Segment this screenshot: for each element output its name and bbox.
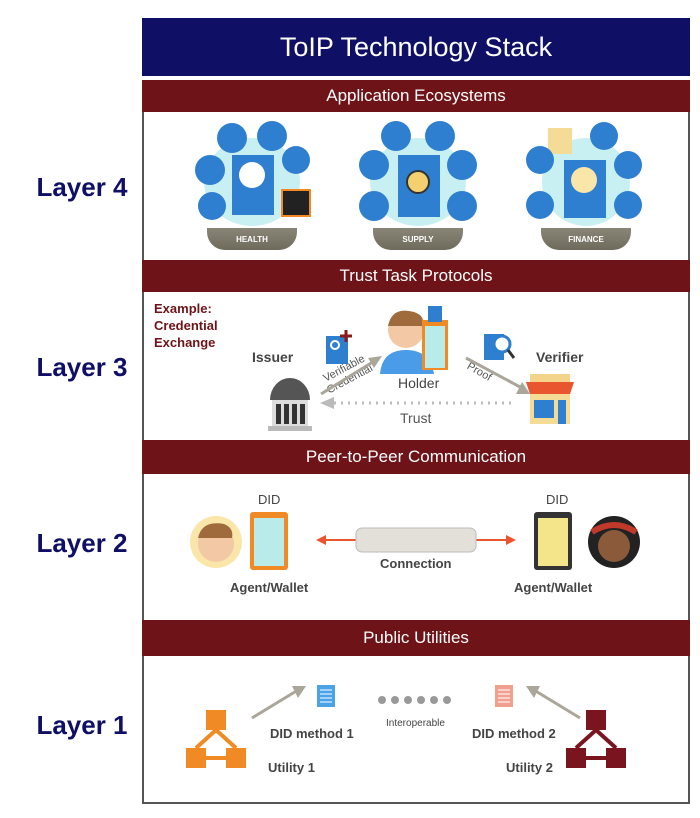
agent-wallet-right-icon [534,512,640,570]
utility1-blockchain-icon [186,710,246,768]
layer2-label: Layer 2 [36,528,128,558]
agent-right-label: Agent/Wallet [514,580,593,595]
agent-left-label: Agent/Wallet [230,580,309,595]
layer3-panel: Example: Credential Exchange Issuer Veri… [142,292,690,440]
did-method1-label: DID method 1 [270,726,354,741]
example-caption: Example: Credential Exchange [154,301,218,350]
did-left-label: DID [258,492,281,507]
utility1-arrow [251,686,306,720]
layer4-panel: HEALTH SUPPLY FINANCE [142,112,690,260]
layer1-bar: Public Utilities [142,620,690,656]
health-ecosystem: HEALTH [192,120,312,256]
trust-label: Trust [400,410,432,426]
interop-label: Interoperable [386,718,445,729]
layer2-bar: Peer-to-Peer Communication [142,440,690,474]
layer4-bar: Application Ecosystems [142,80,690,112]
finance-label: FINANCE [541,228,631,250]
store-icon [526,374,574,424]
page-title: ToIP Technology Stack [142,18,690,76]
holder-person-icon [380,306,448,374]
holder-label: Holder [398,375,440,391]
utility2-label: Utility 2 [506,760,553,775]
vc-arrow [320,356,382,396]
health-icon-cluster [195,121,311,226]
utility1-label: Utility 1 [268,760,315,775]
trust-arrow [320,397,516,409]
proof-arrow [465,356,530,394]
connection-label: Connection [380,556,452,571]
layer3-bar: Trust Task Protocols [142,260,690,292]
issuer-label: Issuer [252,349,294,365]
did-method1-document-icon [317,685,335,707]
bank-icon [268,378,312,431]
layer4-label: Layer 4 [36,172,128,202]
connection-pipe [316,527,516,553]
verifier-label: Verifier [536,349,584,365]
interop-dots [378,696,451,704]
credential-verify-icon [484,334,516,360]
layer2-panel: DID Agent/Wallet Connection DID Agent/Wa… [142,474,690,620]
did-right-label: DID [546,492,569,507]
supply-icon-cluster [359,121,477,226]
did-method2-label: DID method 2 [472,726,556,741]
did-method2-document-icon [495,685,513,707]
utility2-arrow [526,686,581,720]
supply-ecosystem: SUPPLY [358,120,478,256]
layer1-label: Layer 1 [36,710,128,740]
health-label: HEALTH [207,228,297,250]
agent-wallet-left-icon [190,512,288,570]
credential-add-icon [326,330,352,364]
layer1-panel: DID method 1 Utility 1 Interoperable DID… [142,656,690,804]
utility2-blockchain-icon [566,710,626,768]
supply-label: SUPPLY [373,228,463,250]
finance-icon-cluster [526,122,642,226]
finance-ecosystem: FINANCE [526,120,646,256]
layer3-label: Layer 3 [36,352,128,382]
